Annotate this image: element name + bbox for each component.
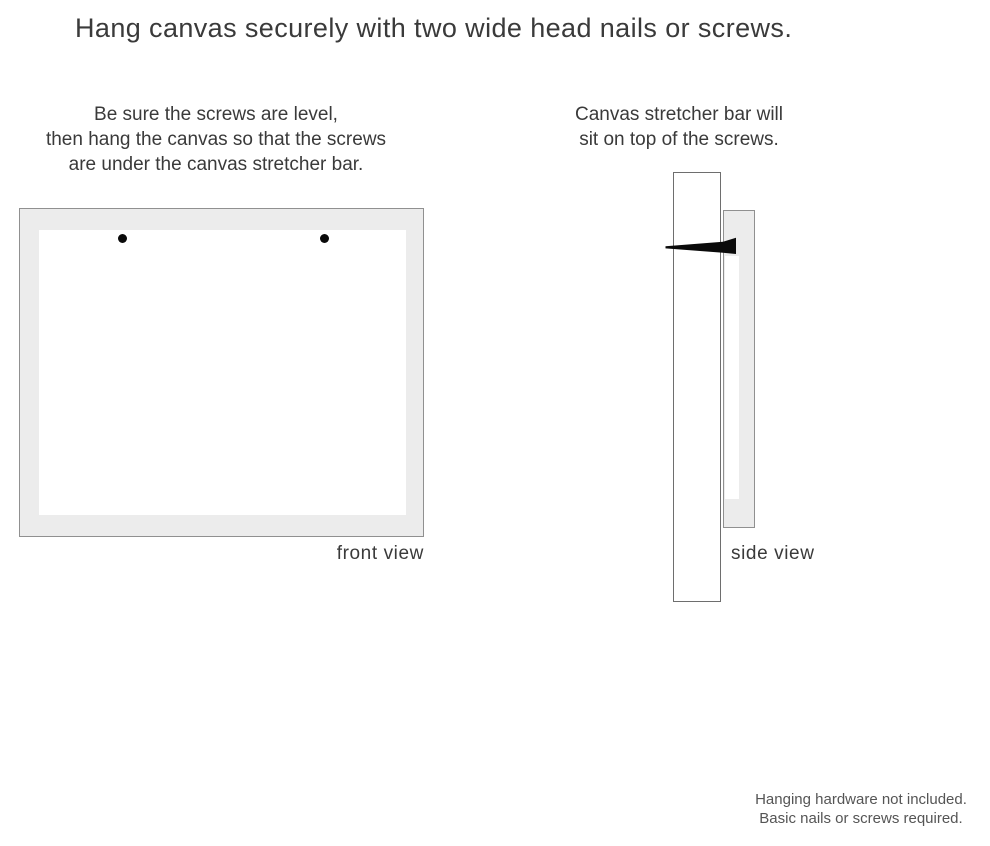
screw-right-icon xyxy=(320,234,329,243)
front-view-label: front view xyxy=(336,543,424,564)
side-view-label: side view xyxy=(731,543,815,564)
front-instructions-line-2: then hang the canvas so that the screws xyxy=(45,129,387,150)
side-view-instructions: Canvas stretcher bar will sit on top of … xyxy=(540,102,818,152)
nail-icon xyxy=(665,237,736,254)
stretcher-bar xyxy=(725,256,739,499)
screw-left-icon xyxy=(118,234,127,243)
canvas-face xyxy=(39,230,406,515)
disclaimer-line-2: Basic nails or screws required. xyxy=(759,810,963,827)
canvas-side xyxy=(723,210,755,528)
front-view-instructions: Be sure the screws are level, then hang … xyxy=(18,102,414,177)
page-title: Hang canvas securely with two wide head … xyxy=(75,13,793,43)
side-instructions-line-1: Canvas stretcher bar will xyxy=(574,104,784,125)
front-view-diagram xyxy=(19,208,424,537)
front-instructions-line-1: Be sure the screws are level, xyxy=(94,104,338,125)
hardware-disclaimer: Hanging hardware not included. Basic nai… xyxy=(745,790,977,828)
front-instructions-line-3: are under the canvas stretcher bar. xyxy=(68,154,364,175)
side-instructions-line-2: sit on top of the screws. xyxy=(579,129,779,150)
disclaimer-line-1: Hanging hardware not included. xyxy=(755,791,967,808)
